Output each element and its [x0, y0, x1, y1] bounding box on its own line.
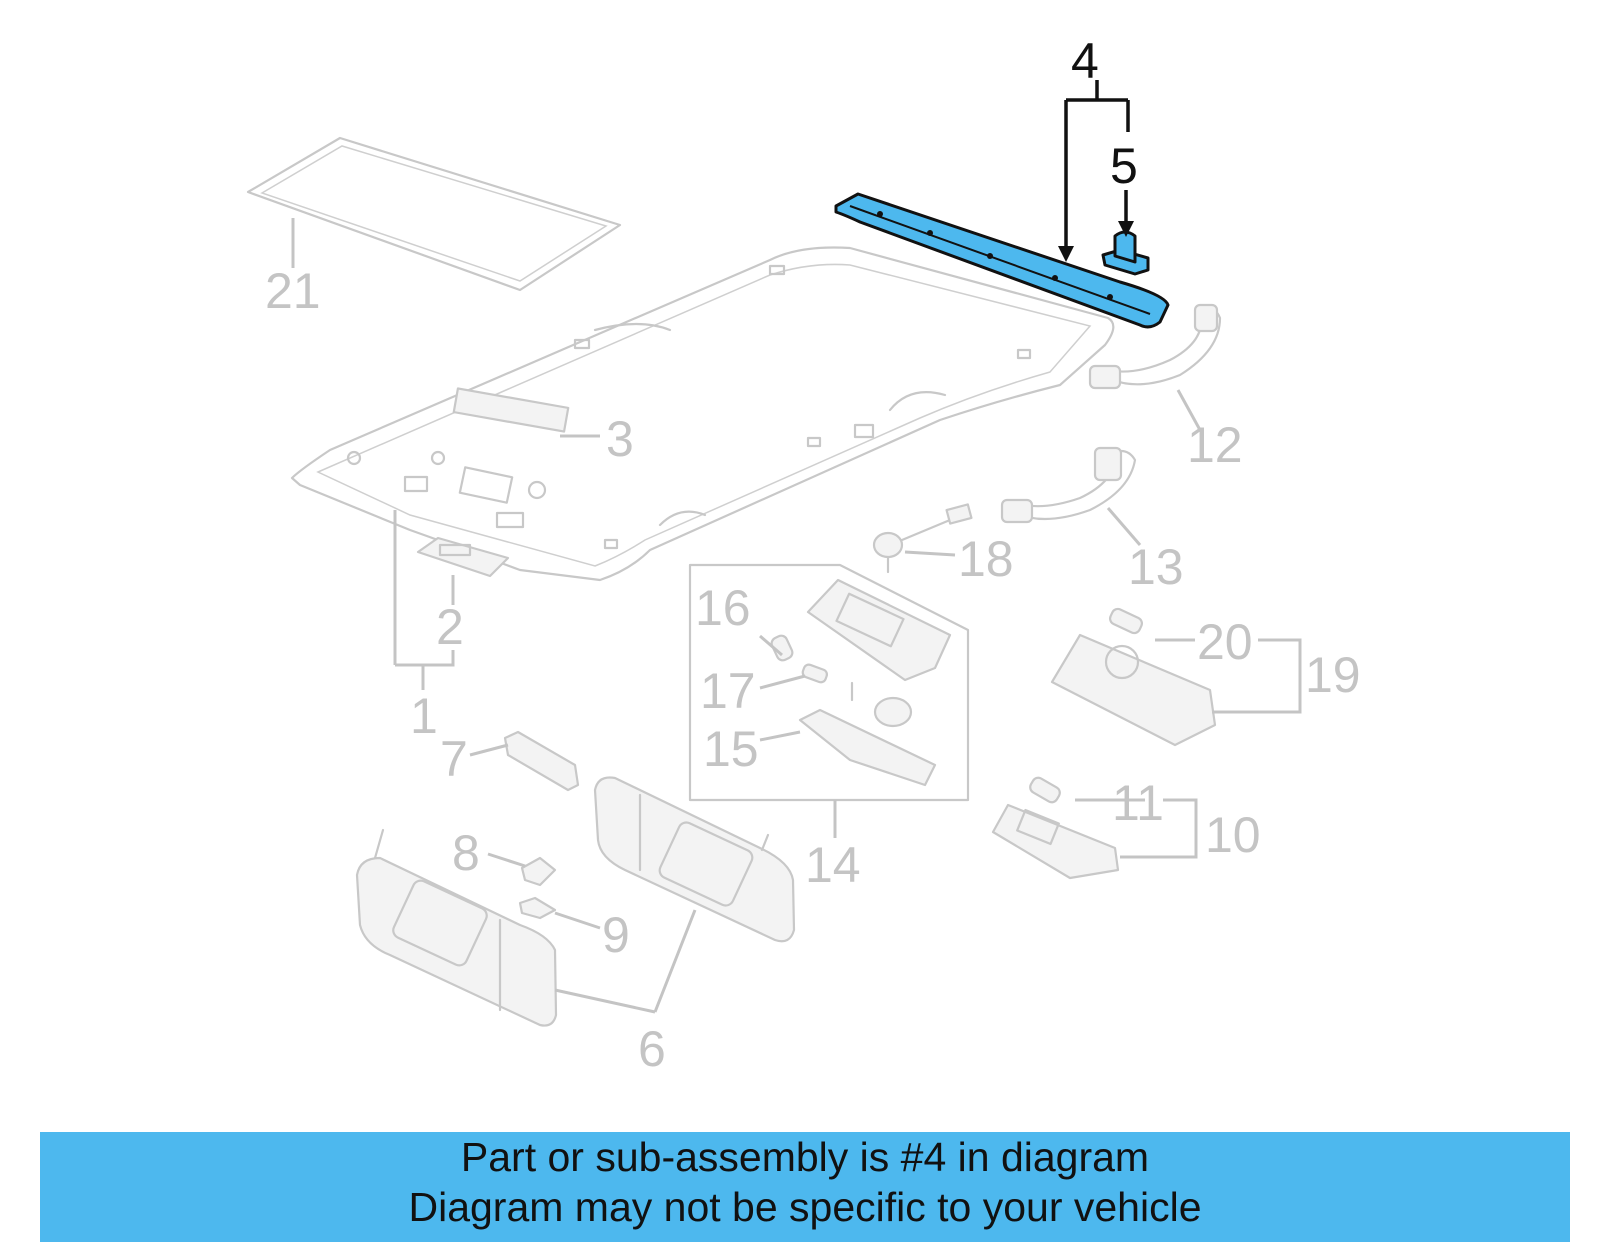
part-2-courtesy-lamp: [416, 536, 510, 578]
part-9-visor-clip: [518, 896, 557, 920]
banner-line-2: Diagram may not be specific to your vehi…: [408, 1184, 1202, 1230]
leader-lines: [291, 218, 1302, 1014]
callout-1: 1: [410, 688, 438, 744]
part-7-trim: [503, 730, 580, 792]
callout-9: 9: [602, 907, 630, 963]
part-12-grab-handle: [1088, 303, 1222, 390]
part-14-console-group: [688, 563, 970, 802]
banner-line-1: Part or sub-assembly is #4 in diagram: [460, 1134, 1150, 1180]
callout-19: 19: [1305, 647, 1361, 703]
info-banner: Part or sub-assembly is #4 in diagram Di…: [40, 1132, 1570, 1242]
callout-18: 18: [958, 531, 1014, 587]
callout-20: 20: [1197, 614, 1253, 670]
callout-8: 8: [452, 825, 480, 881]
callout-13: 13: [1128, 539, 1184, 595]
part-6-sun-visor-left: [355, 828, 558, 1027]
part-8-visor-bracket: [520, 856, 557, 887]
callout-16: 16: [695, 580, 751, 636]
callout-2: 2: [436, 599, 464, 655]
part-13-grab-handle: [1000, 446, 1137, 524]
callout-14: 14: [805, 837, 861, 893]
part-1-headliner: [290, 246, 1115, 582]
part-19-dome-lamp: [1050, 607, 1217, 747]
callout-7: 7: [440, 731, 468, 787]
callout-10: 10: [1205, 807, 1261, 863]
leader-lines-highlight: [1058, 80, 1134, 262]
callout-3: 3: [606, 411, 634, 467]
callout-11: 11: [1112, 775, 1164, 831]
callout-15: 15: [703, 721, 759, 777]
callout-21: 21: [265, 263, 321, 319]
part-10-map-lamp: [991, 776, 1120, 880]
callout-6: 6: [638, 1021, 666, 1077]
callout-12: 12: [1187, 417, 1243, 473]
part-3-dome-trim: [452, 387, 570, 433]
part-4-roof-rail: [834, 192, 1170, 329]
callout-17: 17: [700, 663, 756, 719]
part-18-switch: [872, 503, 973, 574]
callout-5: 5: [1110, 138, 1138, 194]
callout-4: 4: [1071, 33, 1099, 89]
part-5-clip: [1101, 230, 1150, 276]
part-21-roof-sheet: [246, 136, 622, 292]
callout-labels: 4 5 21 3 2 1 12 13 18 16 17 15 20 19 11 …: [265, 33, 1361, 1077]
part-6-sun-visor-right: [593, 776, 796, 943]
